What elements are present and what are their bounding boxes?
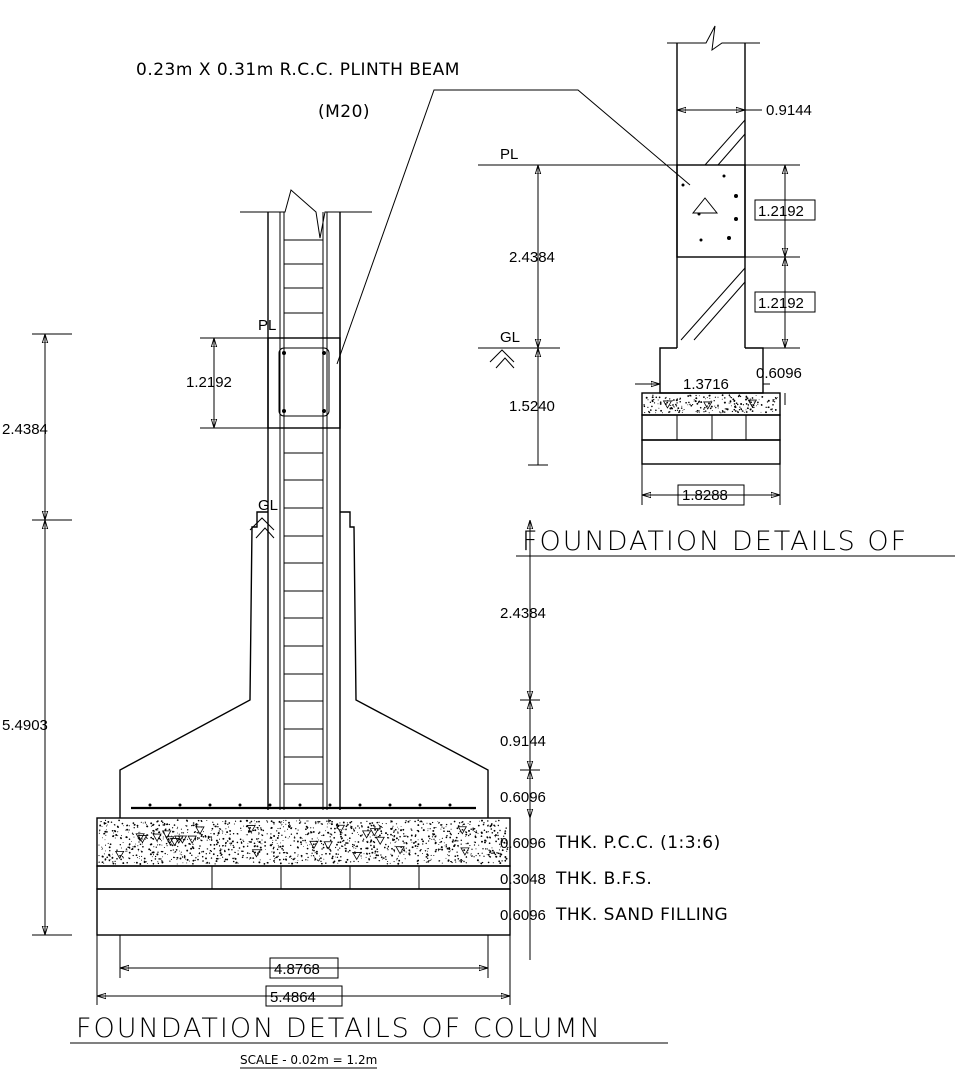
wall-plinth-beam bbox=[676, 164, 746, 258]
wall-gl-label: GL bbox=[500, 329, 520, 346]
wall-dim-footing-base: 1.8288 bbox=[682, 487, 728, 504]
mesh-dots bbox=[148, 803, 452, 807]
dim-lower-left: 5.4903 bbox=[2, 717, 48, 734]
wall-break-line bbox=[667, 25, 760, 52]
wall-bfs bbox=[641, 414, 781, 441]
pcc-stipple bbox=[98, 819, 509, 865]
wall-dim-below-gl: 1.5240 bbox=[509, 398, 555, 415]
wall-sand bbox=[641, 439, 781, 465]
column-foundation: PL GL 1.2192 2.4384 5.4903 2.4384 0.9144… bbox=[2, 189, 728, 1069]
dim-right-3: 0.6096 bbox=[500, 789, 546, 806]
dim-upper-left: 2.4384 bbox=[2, 421, 48, 438]
layer-sand-dim: 0.6096 bbox=[500, 907, 546, 924]
leader-line bbox=[336, 89, 691, 365]
pedestal-outline bbox=[119, 511, 268, 818]
column-title: FOUNDATION DETAILS OF COLUMN bbox=[76, 1013, 602, 1044]
dim-width-outer: 5.4864 bbox=[270, 989, 316, 1006]
wall-dim-width: 0.9144 bbox=[766, 102, 812, 119]
layer-bfs-text: THK. B.F.S. bbox=[555, 869, 652, 889]
column-gl-label: GL bbox=[258, 497, 278, 514]
plinth-beam bbox=[267, 337, 341, 429]
beam-note-line2: (M20) bbox=[318, 102, 370, 122]
dim-width-inner: 4.8768 bbox=[274, 961, 320, 978]
layer-sand-text: THK. SAND FILLING bbox=[555, 905, 728, 925]
wall-dim-footing-top: 1.3716 bbox=[683, 376, 729, 393]
beam-note: 0.23m X 0.31m R.C.C. PLINTH BEAM (M20) bbox=[136, 60, 691, 365]
bfs-layer bbox=[96, 865, 511, 890]
wall-dim-beam-1: 1.2192 bbox=[758, 203, 804, 220]
beam-note-line1: 0.23m X 0.31m R.C.C. PLINTH BEAM bbox=[136, 60, 460, 80]
dim-right-1: 2.4384 bbox=[500, 605, 546, 622]
wall-pl-label: PL bbox=[500, 146, 518, 163]
dim-beam-depth: 1.2192 bbox=[186, 374, 232, 391]
wall-dim-pl-gl: 2.4384 bbox=[509, 249, 555, 266]
column-break-line bbox=[240, 189, 372, 239]
layer-bfs-dim: 0.3048 bbox=[500, 871, 546, 888]
column-pl-label: PL bbox=[258, 317, 276, 334]
wall-foundation: PL GL 2.4384 1.5240 0.9144 1.2192 1.2192… bbox=[478, 25, 955, 557]
layer-pcc-text: THK. P.C.C. (1:3:6) bbox=[555, 833, 721, 853]
wall-title: FOUNDATION DETAILS OF bbox=[522, 526, 908, 557]
sand-layer bbox=[96, 888, 511, 936]
column-scale: SCALE - 0.02m = 1.2m bbox=[240, 1053, 377, 1067]
wall-dim-beam-2: 1.2192 bbox=[758, 295, 804, 312]
dim-right-2: 0.9144 bbox=[500, 733, 546, 750]
column-ties bbox=[284, 239, 323, 785]
layer-pcc-dim: 0.6096 bbox=[500, 835, 546, 852]
wall-dim-offset: 0.6096 bbox=[756, 365, 802, 382]
